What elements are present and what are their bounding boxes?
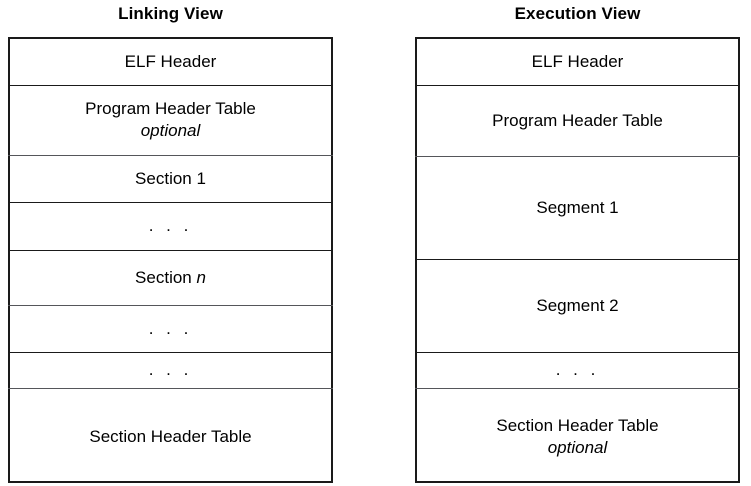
- row-label: ELF Header: [124, 52, 217, 71]
- row-divider: [8, 155, 333, 156]
- table-row: . . .: [10, 202, 331, 250]
- table-row: ELF Header: [10, 39, 331, 85]
- row-label: Section 1: [135, 168, 206, 188]
- row-divider: [415, 85, 740, 86]
- linking-view-title: Linking View: [118, 4, 223, 23]
- table-row: . . .: [10, 305, 331, 352]
- row-divider: [8, 305, 333, 306]
- row-divider: [8, 202, 333, 203]
- row-divider: [8, 388, 333, 389]
- table-row: Segment 2: [417, 259, 738, 352]
- ellipsis-marker: . . .: [148, 318, 193, 338]
- row-divider: [415, 388, 740, 389]
- row-divider: [415, 259, 740, 260]
- row-label: Section Header Table: [89, 426, 252, 446]
- row-label: ELF Header: [531, 52, 624, 71]
- row-label-italic-suffix: n: [196, 267, 206, 287]
- row-divider: [415, 156, 740, 157]
- table-row: Section 1: [10, 155, 331, 202]
- table-row: . . .: [417, 352, 738, 388]
- table-row: ELF Header: [417, 39, 738, 85]
- row-label: Program Header Table: [492, 110, 663, 130]
- row-label: Segment 1: [536, 197, 619, 217]
- table-row: Segment 1: [417, 156, 738, 259]
- row-label: Segment 2: [536, 295, 619, 315]
- table-row: Program Header Table optional: [10, 85, 331, 155]
- row-label: Section n: [135, 267, 206, 287]
- row-divider: [8, 352, 333, 353]
- table-row: . . .: [10, 352, 331, 388]
- row-label: Section Header Table: [496, 415, 659, 435]
- table-row: Section Header Table: [10, 388, 331, 485]
- execution-view-title: Execution View: [514, 4, 641, 23]
- ellipsis-marker: . . .: [555, 360, 600, 379]
- ellipsis-marker: . . .: [148, 360, 193, 379]
- row-label: Program Header Table: [85, 99, 256, 118]
- row-sublabel-optional: optional: [547, 437, 608, 457]
- row-divider: [8, 250, 333, 251]
- ellipsis-marker: . . .: [148, 216, 193, 235]
- row-sublabel-optional: optional: [140, 121, 201, 140]
- table-row: Section n: [10, 250, 331, 305]
- table-row: Program Header Table: [417, 85, 738, 156]
- row-divider: [415, 352, 740, 353]
- row-divider: [8, 85, 333, 86]
